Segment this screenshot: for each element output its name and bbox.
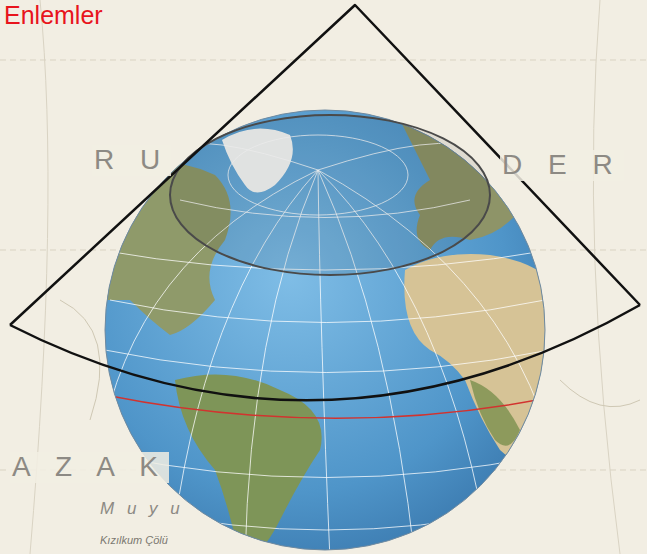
map-label: R U: [92, 145, 171, 176]
map-label: Kızılkum Çölü: [100, 534, 168, 546]
map-label: D E R: [500, 150, 624, 181]
map-label: M u y u: [100, 500, 184, 519]
title: Enlemler: [4, 2, 103, 30]
projection-cone: [10, 5, 640, 400]
tangent-circle: [170, 115, 490, 275]
map-label: A Z A K: [10, 452, 169, 483]
